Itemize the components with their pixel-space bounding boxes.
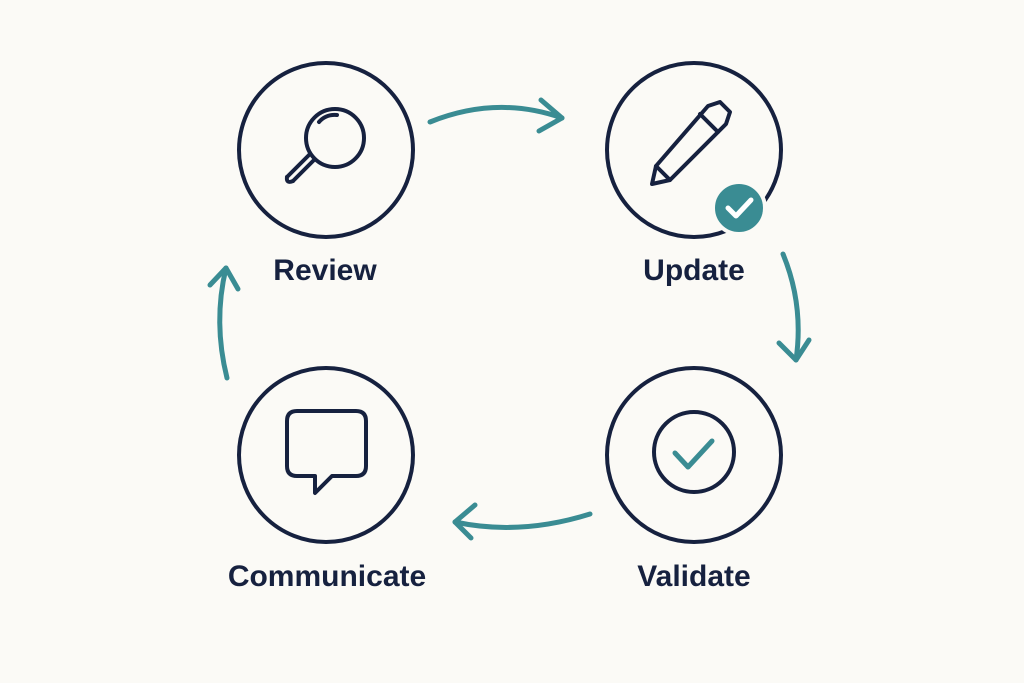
communicate-circle — [237, 366, 415, 544]
arrow-communicate-to-review — [207, 265, 241, 381]
step-update: Update — [605, 61, 783, 287]
magnifying-glass-icon — [284, 107, 366, 184]
communicate-label: Communicate — [228, 560, 426, 593]
pencil-icon — [650, 100, 732, 186]
review-circle — [237, 61, 415, 239]
validate-circle — [605, 366, 783, 544]
arrow-validate-to-communicate — [452, 502, 593, 541]
update-circle — [605, 61, 783, 239]
arrow-update-to-validate — [776, 251, 812, 363]
step-communicate: Communicate — [228, 366, 426, 593]
update-label: Update — [643, 254, 745, 287]
validate-label: Validate — [637, 560, 750, 593]
step-validate: Validate — [605, 366, 783, 593]
cycle-arrows — [207, 97, 812, 541]
speech-bubble-icon — [285, 409, 368, 495]
step-review: Review — [237, 61, 415, 287]
check-badge-icon — [711, 180, 767, 236]
arrow-review-to-update — [427, 97, 565, 134]
circle-check-icon — [652, 410, 736, 494]
review-label: Review — [273, 254, 377, 287]
